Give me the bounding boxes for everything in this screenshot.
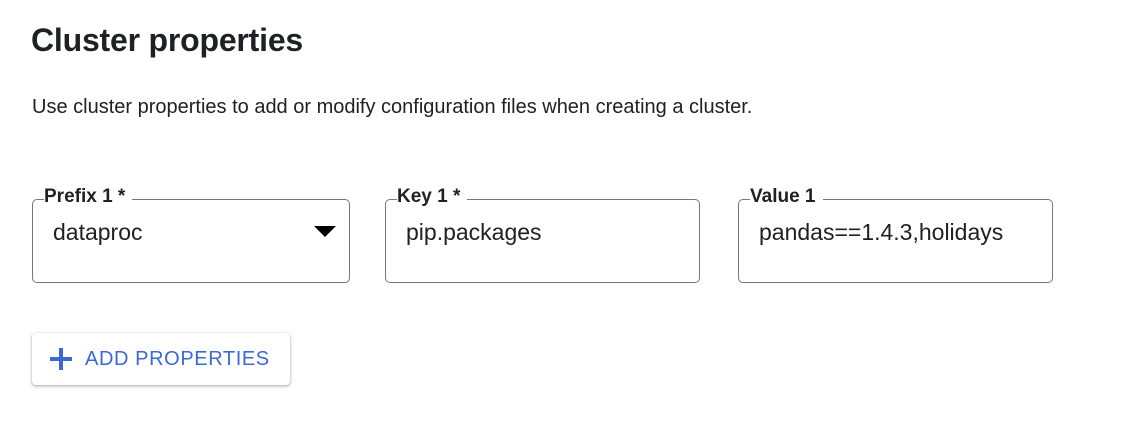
add-properties-button[interactable]: ADD PROPERTIES: [32, 333, 290, 385]
value-input-value[interactable]: pandas==1.4.3,holidays: [759, 219, 1004, 245]
key-field[interactable]: Key 1 * pip.packages: [385, 187, 700, 283]
page-title: Cluster properties: [31, 22, 304, 58]
prefix-field[interactable]: Prefix 1 * dataproc: [32, 187, 350, 283]
prefix-select-value: dataproc: [53, 219, 143, 245]
value-field[interactable]: Value 1 pandas==1.4.3,holidays: [738, 187, 1053, 283]
value-field-content: pandas==1.4.3,holidays: [738, 199, 1053, 283]
key-field-content: pip.packages: [385, 199, 700, 283]
plus-icon: [50, 348, 72, 370]
properties-field-row: Prefix 1 * dataproc Key 1 * pip.packages: [0, 187, 1122, 289]
chevron-down-icon[interactable]: [314, 226, 336, 237]
page-description: Use cluster properties to add or modify …: [32, 96, 753, 118]
add-properties-label: ADD PROPERTIES: [85, 347, 270, 370]
key-input-value[interactable]: pip.packages: [406, 219, 542, 245]
prefix-field-content: dataproc: [32, 199, 350, 283]
